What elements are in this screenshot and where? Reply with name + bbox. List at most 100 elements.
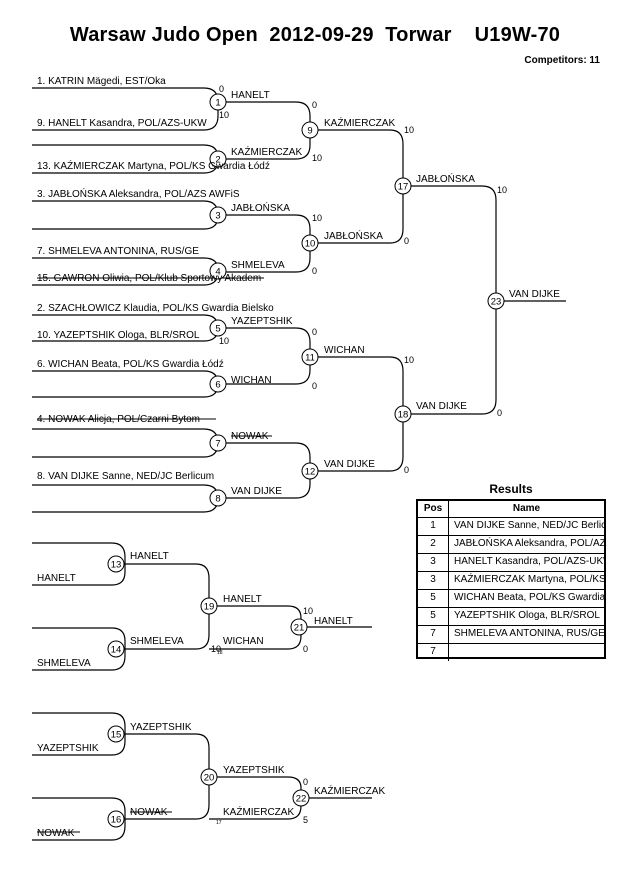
match-circle	[200, 597, 218, 615]
winner-label: HANELT	[231, 90, 270, 101]
results-row: 1 VAN DIJKE Sanne, NED/JC Berlicum	[418, 518, 604, 536]
results-table: Pos Name 1 VAN DIJKE Sanne, NED/JC Berli…	[416, 499, 606, 661]
score: 10	[404, 125, 414, 135]
result-name	[449, 644, 604, 661]
winner-label: NOWAK	[231, 431, 269, 442]
score: 5	[303, 815, 308, 825]
bracket-line	[32, 370, 219, 398]
score: 0	[497, 408, 502, 418]
score: 0	[404, 236, 409, 246]
winner-label: YAZEPTSHIK	[223, 765, 285, 776]
winner-label: WICHAN	[231, 375, 272, 386]
match-number: 1	[215, 98, 220, 109]
match-circle	[107, 640, 125, 658]
match-circle	[209, 375, 227, 393]
score: 10	[211, 644, 221, 654]
result-name: HANELT Kasandra, POL/AZS-UKW	[454, 556, 604, 567]
result-pos: 5	[418, 608, 449, 625]
result-pos: 7	[418, 626, 449, 643]
match-circle	[290, 618, 308, 636]
results-col-pos: Pos	[418, 501, 449, 517]
result-pos: 3	[418, 572, 449, 589]
winner-label: JABŁOŃSKA	[416, 172, 475, 185]
results-row: 3 HANELT Kasandra, POL/AZS-UKW	[418, 554, 604, 572]
match-circle	[394, 177, 412, 195]
score: 0	[312, 100, 317, 110]
score: 10	[219, 336, 229, 346]
results-title: Results	[489, 482, 533, 496]
match-circle	[209, 93, 227, 111]
score: 10	[497, 185, 507, 195]
entry-name: 10. YAZEPTSHIK Ologa, BLR/SROL	[37, 330, 200, 341]
match-number: 23	[491, 297, 502, 308]
match-number: 2	[215, 155, 220, 166]
match-circle	[209, 206, 227, 224]
score: 0	[312, 381, 317, 391]
result-name: JABŁOŃSKA Aleksandra, POL/AZS AWFiS	[454, 538, 604, 549]
entry-name: 2. SZACHŁOWICZ Klaudia, POL/KS Gwardia B…	[37, 303, 274, 314]
match-number: 8	[215, 494, 220, 505]
result-pos: 2	[418, 536, 449, 553]
repechage-name: SHMELEVA	[37, 658, 91, 669]
winner-label: WICHAN	[324, 345, 365, 356]
winner-label: KAŹMIERCZAK	[324, 116, 395, 129]
winner-label: KAŹMIERCZAK	[223, 805, 294, 818]
match-circle	[301, 121, 319, 139]
match-number: 10	[305, 239, 316, 250]
bracket-line	[32, 484, 219, 513]
winner-label: NOWAK	[130, 807, 168, 818]
page-title: Warsaw Judo Open 2012-09-29 Torwar U19W-…	[69, 24, 561, 46]
match-circle	[487, 292, 505, 310]
score: 10	[312, 153, 322, 163]
results-row: 5 YAZEPTSHIK Ologa, BLR/SROL	[418, 608, 604, 626]
winner-label: VAN DIJKE	[324, 459, 375, 470]
match-circle	[200, 768, 218, 786]
results-col-name: Name	[512, 503, 541, 514]
winner-label: VAN DIJKE	[416, 401, 467, 412]
score-note: 17	[216, 820, 222, 826]
winner-label: KAŹMIERCZAK	[231, 145, 302, 158]
score: 0	[312, 327, 317, 337]
match-circle	[301, 462, 319, 480]
match-circle	[394, 405, 412, 423]
winner-label: HANELT	[130, 551, 169, 562]
entry-name: 7. SHMELEVA ANTONINA, RUS/GE	[37, 246, 199, 257]
winner-label: JABŁOŃSKA	[231, 201, 290, 214]
result-pos: 1	[418, 518, 449, 535]
winner-label: VAN DIJKE	[509, 289, 560, 300]
bracket-line	[32, 428, 219, 458]
score: 10	[219, 110, 229, 120]
match-circle	[107, 555, 125, 573]
result-name: SHMELEVA ANTONINA, RUS/GE	[454, 628, 604, 639]
match-number: 21	[294, 623, 305, 634]
results-row: 5 WICHAN Beata, POL/KS Gwardia Łódź	[418, 590, 604, 608]
winner-label: KAŹMIERCZAK	[314, 784, 385, 797]
winner-label: VAN DIJKE	[231, 486, 282, 497]
entry-name: 3. JABŁOŃSKA Aleksandra, POL/AZS AWFiS	[37, 187, 240, 200]
results-row: 2 JABŁOŃSKA Aleksandra, POL/AZS AWFiS	[418, 536, 604, 554]
score: 0	[303, 777, 308, 787]
winner-label: WICHAN	[223, 636, 264, 647]
result-name: VAN DIJKE Sanne, NED/JC Berlicum	[454, 520, 604, 531]
match-circle	[209, 434, 227, 452]
match-number: 18	[398, 410, 409, 421]
match-circle	[301, 348, 319, 366]
score: 0	[303, 644, 308, 654]
match-number: 3	[215, 211, 220, 222]
result-name: KAŹMIERCZAK Martyna, POL/KS Gwardia Łódź	[454, 574, 604, 585]
match-number: 12	[305, 467, 316, 478]
entry-name: 1. KATRIN Mägedi, EST/Oka	[37, 76, 166, 87]
match-number: 20	[204, 773, 215, 784]
score-note: 18	[217, 650, 223, 656]
match-circle	[107, 725, 125, 743]
match-circle	[301, 234, 319, 252]
results-row: 7	[418, 644, 604, 661]
match-number: 16	[111, 815, 122, 826]
bracket-line	[310, 356, 404, 472]
match-number: 19	[204, 602, 215, 613]
match-number: 22	[296, 794, 307, 805]
repechage-name: HANELT	[37, 573, 76, 584]
score: 0	[219, 84, 224, 94]
result-pos: 3	[418, 554, 449, 571]
match-number: 17	[398, 182, 409, 193]
